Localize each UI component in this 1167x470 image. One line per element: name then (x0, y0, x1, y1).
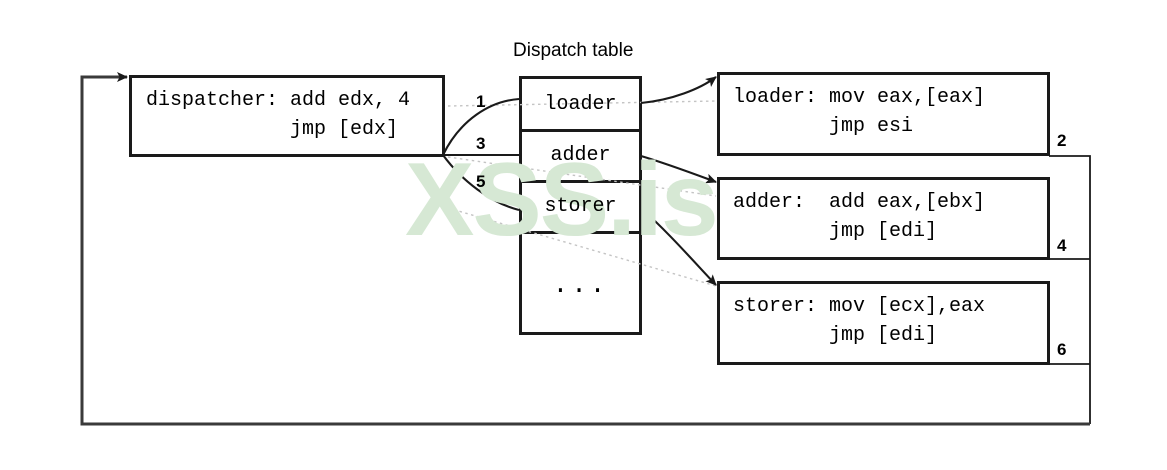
storer-handler-code-line-1: storer: mov [ecx],eax (733, 295, 986, 318)
step-number-3: 3 (476, 134, 486, 153)
adder-handler-box-outline (717, 177, 1050, 260)
return-path-loader (1049, 155, 1091, 424)
dispatch-table-cell-ellipsis: ... (552, 270, 609, 300)
step-number-6: 6 (1057, 340, 1067, 359)
dispatcher-box-outline (129, 75, 445, 157)
step-number-1: 1 (476, 92, 486, 111)
dispatch-curve-1 (442, 97, 520, 156)
loader-handler-code-line-2: jmp esi (733, 115, 914, 138)
feedback-loop-to-dispatcher (80, 72, 1090, 426)
adder-handler-code-line-2: jmp [edi] (733, 220, 938, 243)
dotted-connector-storer (447, 207, 717, 287)
arrow-table-to-adder (640, 154, 717, 184)
dispatcher-code-line-1: dispatcher: add edx, 4 (146, 89, 411, 112)
storer-handler-code-line-2: jmp [edi] (733, 324, 938, 347)
storer-handler-box-outline (717, 281, 1050, 365)
adder-handler-code-line-1: adder: add eax,[ebx] (733, 191, 986, 214)
dispatch-table-cell-adder[interactable]: adder (550, 144, 611, 167)
dispatch-curve-5 (442, 154, 520, 212)
dispatch-table-outline (519, 76, 642, 335)
arrow-table-to-storer (640, 207, 717, 286)
arrow-table-to-loader (640, 76, 717, 105)
loader-handler-box-outline (717, 72, 1050, 156)
step-number-2: 2 (1057, 131, 1067, 150)
step-number-5: 5 (476, 172, 486, 191)
dotted-connector-loader (447, 100, 717, 107)
dispatcher-code-line-2: jmp [edx] (146, 118, 399, 141)
step-number-4: 4 (1057, 236, 1067, 255)
page-title: Dispatch table (513, 40, 634, 61)
dispatch-table-cell-loader[interactable]: loader (544, 93, 617, 116)
dispatch-table-cell-storer[interactable]: storer (544, 195, 617, 218)
loader-handler-code-line-1: loader: mov eax,[eax] (733, 86, 986, 109)
